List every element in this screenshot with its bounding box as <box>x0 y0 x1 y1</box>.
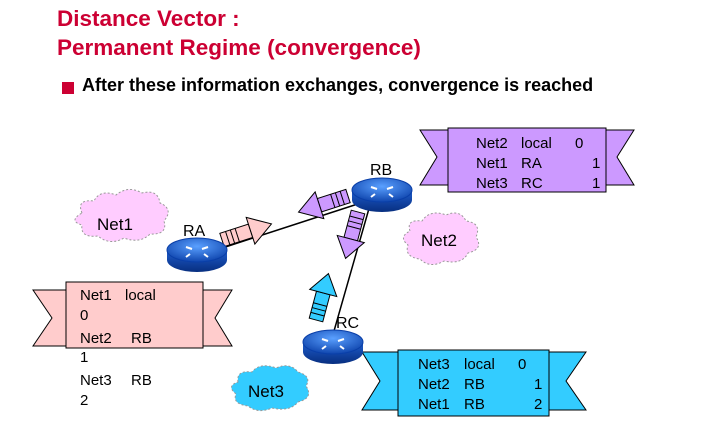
net1-label: Net1 <box>97 215 133 234</box>
title-line-1: Distance Vector : <box>57 6 240 31</box>
rc-row-1-dist: 0 <box>518 356 526 373</box>
ra-row-3-dist: 2 <box>80 392 88 409</box>
rc-table-ribbon: Net3 local 0 Net2 RB 1 Net1 RB 2 <box>361 349 587 417</box>
rb-row-3-via: RC <box>521 175 543 192</box>
rc-row-1-dest: Net3 <box>418 356 450 373</box>
net2-label: Net2 <box>421 231 457 250</box>
net3-label: Net3 <box>248 382 284 401</box>
arrow-rb-to-ra <box>297 188 351 220</box>
ra-row-1-dest: Net1 <box>80 287 112 304</box>
router-rb-icon: RB <box>351 162 413 212</box>
network-links <box>209 199 371 346</box>
rb-row-1-via: local <box>521 135 552 152</box>
arrow-ra-to-rb <box>219 216 273 248</box>
ra-row-3-dest: Net3 <box>80 372 112 389</box>
rc-row-3-via: RB <box>464 396 485 413</box>
router-rc-label: RC <box>336 315 359 332</box>
ra-row-2-via: RB <box>131 330 152 347</box>
router-ra-icon: RA <box>166 223 228 272</box>
rc-row-3-dest: Net1 <box>418 396 450 413</box>
ra-row-1-dist: 0 <box>80 307 88 324</box>
rc-row-2-via: RB <box>464 376 485 393</box>
net3-cloud-icon: Net3 <box>231 365 310 412</box>
ra-row-1-via: local <box>125 287 156 304</box>
net1-cloud-icon: Net1 <box>74 189 169 242</box>
title-line-2: Permanent Regime (convergence) <box>57 35 421 60</box>
link-rb-rc <box>329 204 371 346</box>
rc-row-2-dist: 1 <box>534 376 542 393</box>
router-rc-icon: RC <box>302 315 364 364</box>
rb-row-2-via: RA <box>521 155 542 172</box>
arrow-rb-to-rc <box>336 209 366 260</box>
slide-title: Distance Vector : Permanent Regime (conv… <box>57 4 421 62</box>
rb-row-2-dist: 1 <box>592 155 600 172</box>
ra-row-2-dest: Net2 <box>80 330 112 347</box>
rb-row-2-dest: Net1 <box>476 155 508 172</box>
net2-cloud-icon: Net2 <box>403 212 480 265</box>
rb-row-3-dist: 1 <box>592 175 600 192</box>
rb-table-ribbon: Net2 local 0 Net1 RA 1 Net3 RC 1 <box>419 127 635 193</box>
rb-row-1-dest: Net2 <box>476 135 508 152</box>
arrow-rc-to-rb <box>308 272 338 323</box>
router-rb-label: RB <box>370 162 392 179</box>
router-ra-label: RA <box>183 223 206 240</box>
ra-row-2-dist: 1 <box>80 349 88 366</box>
rb-row-3-dest: Net3 <box>476 175 508 192</box>
rc-row-2-dest: Net2 <box>418 376 450 393</box>
rc-row-1-via: local <box>464 356 495 373</box>
rb-row-1-dist: 0 <box>575 135 583 152</box>
ra-row-3-via: RB <box>131 372 152 389</box>
link-ra-rb <box>209 199 371 253</box>
ra-table-ribbon: Net1 local 0 Net2 RB 1 Net3 RB 2 <box>32 281 233 409</box>
bullet-text: After these information exchanges, conve… <box>82 75 594 95</box>
bullet-square-icon <box>62 82 74 94</box>
rc-row-3-dist: 2 <box>534 396 542 413</box>
